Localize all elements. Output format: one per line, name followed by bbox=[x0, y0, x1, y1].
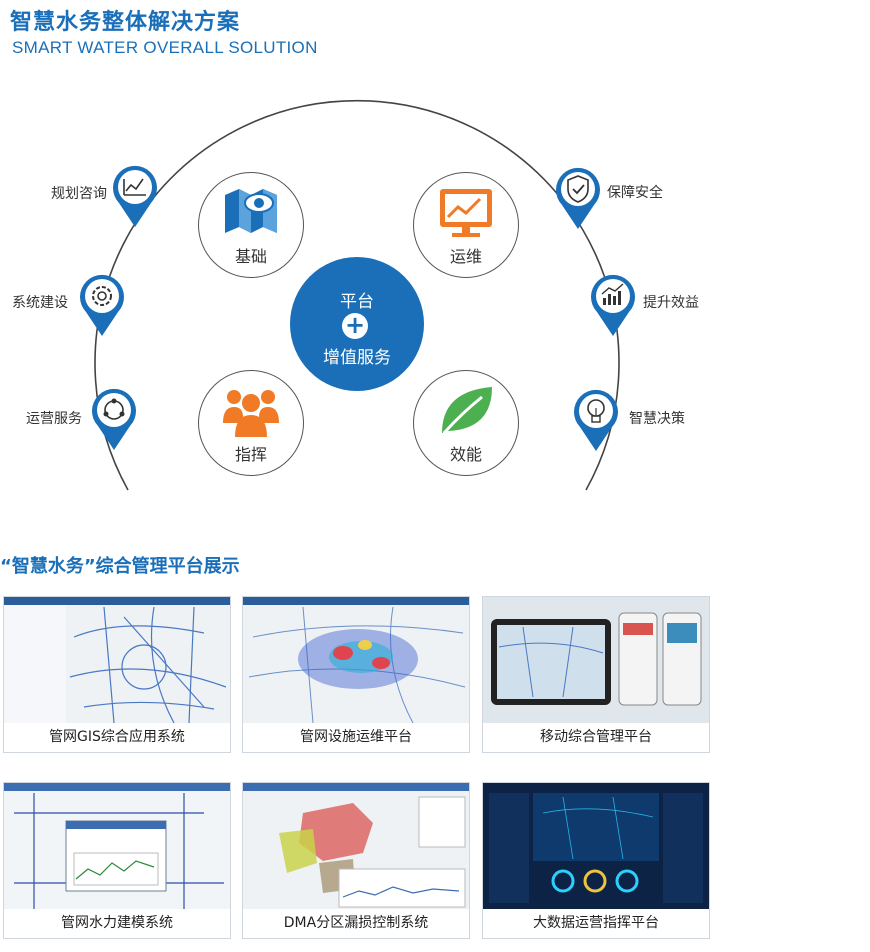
pillar-foundation: 基础 bbox=[198, 172, 304, 278]
platform-hub: 平台 + 增值服务 bbox=[290, 257, 424, 391]
map-eye-icon bbox=[225, 189, 277, 233]
pillar-command: 指挥 bbox=[198, 370, 304, 476]
card-caption: 管网水力建模系统 bbox=[4, 910, 230, 937]
card-mobile[interactable]: 移动综合管理平台 bbox=[482, 596, 710, 753]
page-subtitle: SMART WATER OVERALL SOLUTION bbox=[12, 38, 318, 57]
pillar-label: 运维 bbox=[449, 247, 482, 266]
right-item-label: 提升效益 bbox=[643, 295, 699, 311]
card-gis[interactable]: 管网GIS综合应用系统 bbox=[3, 596, 231, 753]
card-caption: 管网GIS综合应用系统 bbox=[4, 724, 230, 751]
right-item-label: 智慧决策 bbox=[629, 411, 685, 427]
right-item-label: 保障安全 bbox=[607, 185, 663, 201]
hub-line2: 增值服务 bbox=[323, 348, 391, 368]
mobile-screenshot bbox=[483, 597, 709, 723]
pillar-ops: 运维 bbox=[413, 172, 519, 278]
lightbulb-icon bbox=[574, 389, 618, 451]
card-hydraulic[interactable]: 管网水力建模系统 bbox=[3, 782, 231, 939]
bigdata-screenshot bbox=[483, 783, 709, 909]
left-item-label: 运营服务 bbox=[26, 411, 82, 427]
page-title: 智慧水务整体解决方案 bbox=[10, 10, 241, 35]
gear-icon bbox=[80, 274, 124, 336]
hub-line1: 平台 bbox=[340, 292, 374, 312]
people-group-icon bbox=[223, 390, 279, 437]
left-item-label: 系统建设 bbox=[12, 295, 68, 311]
plus-icon: + bbox=[342, 313, 368, 339]
dma-screenshot bbox=[243, 783, 469, 909]
card-caption: 大数据运营指挥平台 bbox=[483, 910, 709, 937]
pillar-label: 指挥 bbox=[234, 445, 267, 464]
card-bigdata[interactable]: 大数据运营指挥平台 bbox=[482, 782, 710, 939]
pillar-label: 基础 bbox=[234, 247, 267, 266]
card-dma[interactable]: DMA分区漏损控制系统 bbox=[242, 782, 470, 939]
pillar-label: 效能 bbox=[449, 445, 482, 464]
showcase-title: “智慧水务”综合管理平台展示 bbox=[0, 556, 240, 577]
cycle-icon bbox=[92, 388, 136, 450]
card-caption: 管网设施运维平台 bbox=[243, 724, 469, 751]
shield-check-icon bbox=[556, 167, 600, 229]
left-item-label: 规划咨询 bbox=[51, 186, 107, 202]
ops-screenshot bbox=[243, 597, 469, 723]
hydraulic-screenshot bbox=[4, 783, 230, 909]
card-ops[interactable]: 管网设施运维平台 bbox=[242, 596, 470, 753]
leaf-icon bbox=[442, 387, 492, 435]
gis-screenshot bbox=[4, 597, 230, 723]
monitor-chart-icon bbox=[440, 189, 492, 237]
pillar-efficiency: 效能 bbox=[413, 370, 519, 476]
planning-chart-icon bbox=[113, 165, 157, 227]
bar-growth-icon bbox=[591, 274, 635, 336]
card-caption: DMA分区漏损控制系统 bbox=[243, 910, 469, 937]
card-caption: 移动综合管理平台 bbox=[483, 724, 709, 751]
